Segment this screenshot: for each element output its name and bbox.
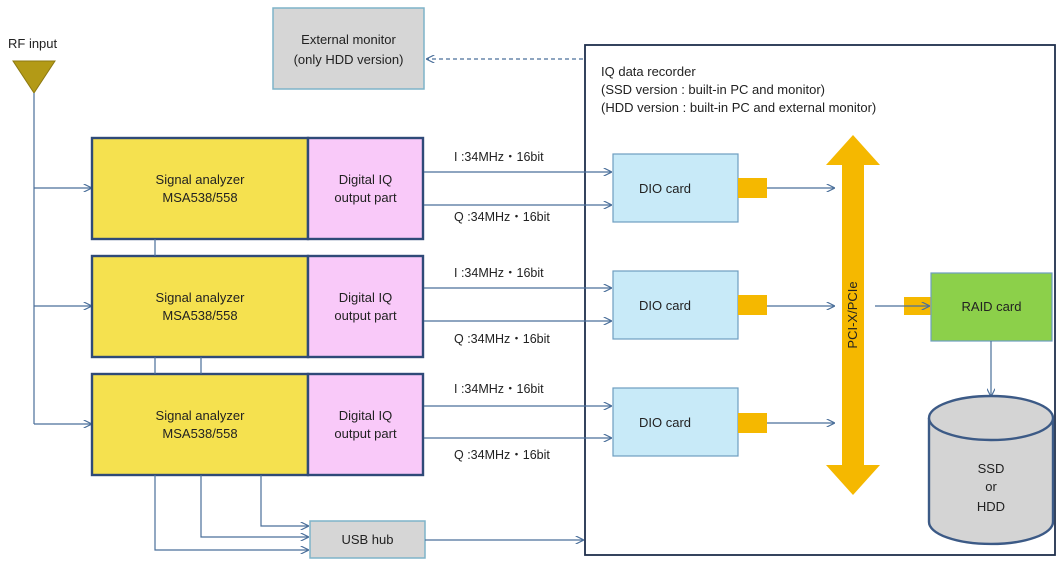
- usb-link-line: [154, 475, 308, 550]
- analyzer-name: Signal analyzer: [156, 172, 246, 187]
- analyzer-name: Signal analyzer: [156, 290, 246, 305]
- analyzer-model: MSA538/558: [162, 426, 237, 441]
- dio-connector: [738, 178, 767, 198]
- storage-label-2: or: [985, 479, 997, 494]
- iq-output-label-2: output part: [334, 190, 397, 205]
- analyzer-unit-3: Signal analyzer MSA538/558 Digital IQ ou…: [90, 372, 834, 477]
- analyzer-model: MSA538/558: [162, 308, 237, 323]
- pci-bus-arrow: [826, 135, 880, 495]
- iq-output-label-1: Digital IQ: [339, 290, 392, 305]
- recorder-title: IQ data recorder: [601, 64, 696, 79]
- digital-iq-output-box: [306, 372, 425, 477]
- raid-card-label: RAID card: [962, 299, 1022, 314]
- recorder-ssd-note: (SSD version : built-in PC and monitor): [601, 82, 825, 97]
- dio-connector: [738, 413, 767, 433]
- analyzer-unit-1: Signal analyzer MSA538/558 Digital IQ ou…: [90, 136, 834, 241]
- storage-cylinder: [927, 394, 1055, 546]
- usb-link-line: [260, 475, 308, 526]
- usb-link-line: [200, 475, 308, 537]
- pci-bus-label: PCI-X/PCIe: [845, 281, 860, 348]
- digital-iq-output-box: [306, 136, 425, 241]
- signal-analyzer-box: [90, 372, 310, 477]
- dio-card-label: DIO card: [639, 415, 691, 430]
- antenna-icon: [12, 60, 56, 94]
- iq-output-label-2: output part: [334, 426, 397, 441]
- iq-output-label-1: Digital IQ: [339, 172, 392, 187]
- q-channel-label: Q :34MHz・16bit: [454, 210, 550, 224]
- dio-card-box: [612, 153, 739, 223]
- dio-card-label: DIO card: [639, 298, 691, 313]
- signal-analyzer-box: [90, 254, 310, 359]
- dio-card-label: DIO card: [639, 181, 691, 196]
- recorder-hdd-note: (HDD version : built-in PC and external …: [601, 100, 876, 115]
- iq-output-label-2: output part: [334, 308, 397, 323]
- rf-input-label: RF input: [8, 36, 58, 51]
- digital-iq-output-box: [306, 254, 425, 359]
- raid-card-box: [930, 272, 1053, 342]
- storage-label-3: HDD: [977, 499, 1005, 514]
- q-channel-label: Q :34MHz・16bit: [454, 332, 550, 346]
- external-monitor-box: [272, 7, 425, 90]
- signal-analyzer-box: [90, 136, 310, 241]
- dio-connector: [738, 295, 767, 315]
- analyzer-model: MSA538/558: [162, 190, 237, 205]
- q-channel-label: Q :34MHz・16bit: [454, 448, 550, 462]
- i-channel-label: I :34MHz・16bit: [454, 266, 544, 280]
- usb-hub-label: USB hub: [341, 532, 393, 547]
- analyzer-unit-2: Signal analyzer MSA538/558 Digital IQ ou…: [90, 254, 834, 359]
- storage-label-1: SSD: [978, 461, 1005, 476]
- dio-card-box: [612, 270, 739, 340]
- usb-hub-box: [309, 520, 426, 559]
- iq-output-label-1: Digital IQ: [339, 408, 392, 423]
- external-monitor-label-2: (only HDD version): [294, 52, 404, 67]
- i-channel-label: I :34MHz・16bit: [454, 382, 544, 396]
- analyzer-name: Signal analyzer: [156, 408, 246, 423]
- external-monitor-label-1: External monitor: [301, 32, 396, 47]
- i-channel-label: I :34MHz・16bit: [454, 150, 544, 164]
